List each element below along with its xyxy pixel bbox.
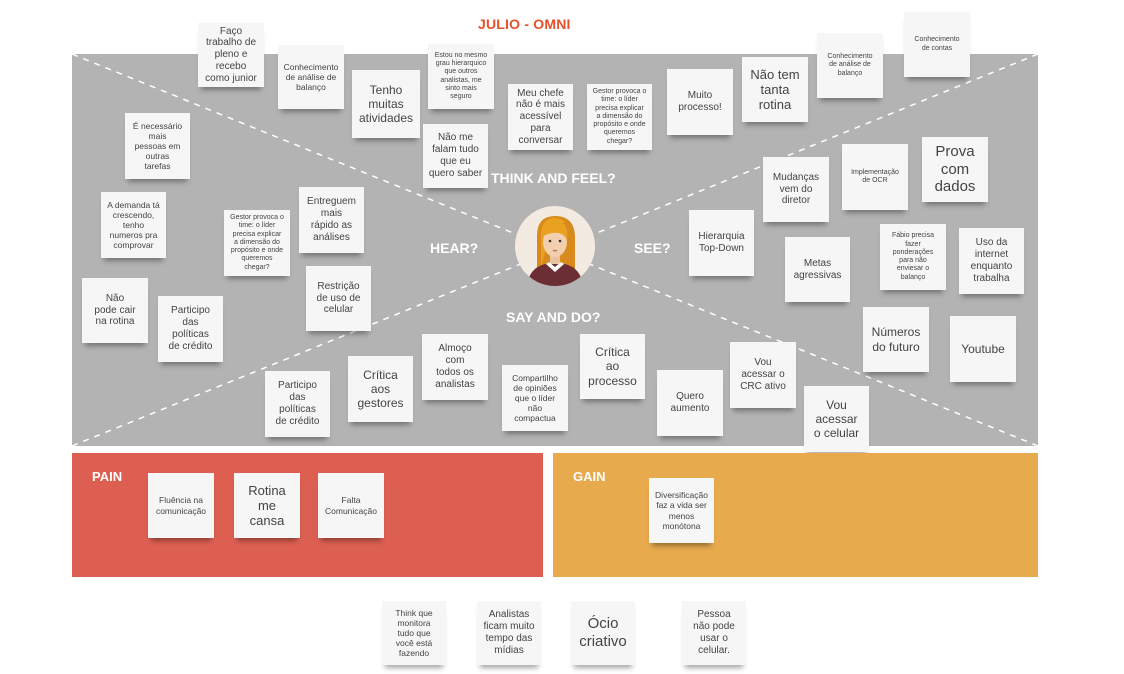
sticky-note[interactable]: Diversificação faz a vida ser menos monó… <box>649 478 714 543</box>
sticky-note[interactable]: Mudanças vem do diretor <box>763 157 829 222</box>
sticky-note[interactable]: Analistas ficam muito tempo das mídias <box>477 601 541 665</box>
sticky-note[interactable]: Uso da internet enquanto trabalha <box>959 228 1024 294</box>
sticky-note[interactable]: Vou acessar o celular <box>804 386 869 452</box>
sticky-note[interactable]: Think que monitora tudo que você está fa… <box>382 601 446 665</box>
sticky-note[interactable]: Pessoa não pode usar o celular. <box>682 601 746 665</box>
sticky-note[interactable]: Participo das políticas de crédito <box>158 296 223 362</box>
sticky-note[interactable]: Gestor provoca o time: o líder precisa e… <box>224 210 290 276</box>
sticky-note[interactable]: Não me falam tudo que eu quero saber <box>423 124 488 188</box>
sticky-note[interactable]: Almoço com todos os analistas <box>422 334 488 400</box>
sticky-note[interactable]: Fábio precisa fazer ponderações para não… <box>880 224 946 290</box>
sticky-note[interactable]: A demanda tá crescendo, tenho numeros pr… <box>101 192 166 258</box>
sticky-note[interactable]: Não tem tanta rotina <box>742 57 808 122</box>
pain-label: PAIN <box>92 469 123 484</box>
gain-zone: GAIN <box>553 453 1038 577</box>
sticky-note[interactable]: Falta Comunicação <box>318 473 384 538</box>
woman-avatar-icon <box>527 216 583 286</box>
sticky-note[interactable]: Hierarquia Top-Down <box>689 210 754 276</box>
sticky-note[interactable]: Ócio criativo <box>571 601 635 665</box>
gain-label: GAIN <box>573 469 606 484</box>
sticky-note[interactable]: Crítica ao processo <box>580 334 645 399</box>
sticky-note[interactable]: Rotina me cansa <box>234 473 300 538</box>
sticky-note[interactable]: Meu chefe não é mais acessível para conv… <box>508 84 573 150</box>
sticky-note[interactable]: Gestor provoca o time: o líder precisa e… <box>587 84 652 150</box>
sticky-note[interactable]: Vou acessar o CRC ativo <box>730 342 796 408</box>
sticky-note[interactable]: Entreguem mais rápido as análises <box>299 187 364 253</box>
sticky-note[interactable]: Youtube <box>950 316 1016 382</box>
hear-label: HEAR? <box>430 240 479 256</box>
sticky-note[interactable]: Fluência na comunicação <box>148 473 214 538</box>
sticky-note[interactable]: Conhecimento de análise de balanço <box>817 33 883 98</box>
persona-avatar <box>515 206 595 286</box>
sticky-note[interactable]: Tenho muitas atividades <box>352 70 420 138</box>
sticky-note[interactable]: Restrição de uso de celular <box>306 266 371 331</box>
sticky-note[interactable]: Compartilho de opiniões que o líder não … <box>502 365 568 431</box>
sticky-note[interactable]: Crítica aos gestores <box>348 356 413 422</box>
sticky-note[interactable]: Números do futuro <box>863 307 929 372</box>
say-and-do-label: SAY AND DO? <box>506 309 601 325</box>
sticky-note[interactable]: É necessário mais pessoas em outras tare… <box>125 113 190 179</box>
sticky-note[interactable]: Prova com dados <box>922 137 988 202</box>
sticky-note[interactable]: Implementação de OCR <box>842 144 908 210</box>
sticky-note[interactable]: Faço trabalho de pleno e recebo como jun… <box>198 23 264 87</box>
see-label: SEE? <box>634 240 671 256</box>
sticky-note[interactable]: Conhecimento de contas <box>904 12 970 77</box>
sticky-note[interactable]: Não pode cair na rotina <box>82 278 148 343</box>
sticky-note[interactable]: Conhecimento de análise de balanço <box>278 45 344 109</box>
sticky-note[interactable]: Participo das políticas de crédito <box>265 371 330 437</box>
quadrant-dividers <box>72 54 1038 446</box>
sticky-note[interactable]: Estou no mesmo grau hierarquico que outr… <box>428 44 494 109</box>
pain-zone: PAIN <box>72 453 543 577</box>
sticky-note[interactable]: Muito processo! <box>667 69 733 135</box>
sticky-note[interactable]: Quero aumento <box>657 370 723 436</box>
board-title: JULIO - OMNI <box>478 16 571 32</box>
think-and-feel-label: THINK AND FEEL? <box>491 170 616 186</box>
sticky-note[interactable]: Metas agressivas <box>785 237 850 302</box>
